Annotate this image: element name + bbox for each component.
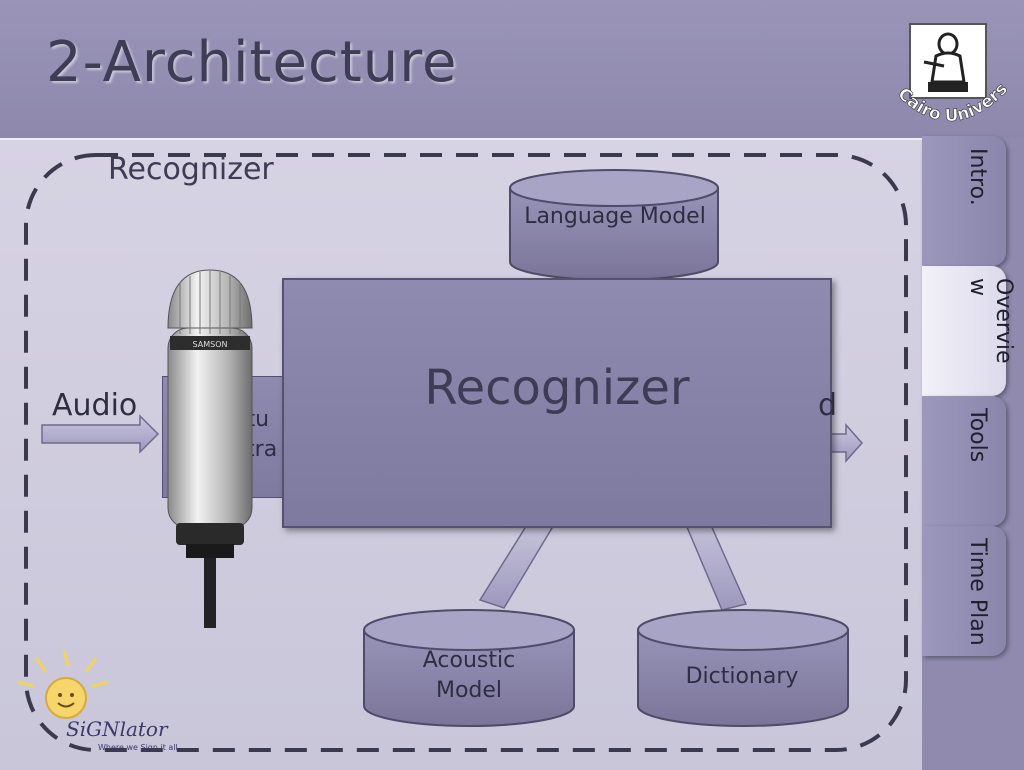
- output-label: d: [818, 388, 838, 423]
- tab-time-plan-label: Time Plan: [965, 538, 990, 646]
- tab-overview[interactable]: Overvie w: [922, 266, 1016, 396]
- signlator-logo: SiGNlator Where we Sign it all: [17, 649, 178, 752]
- sun-icon: [17, 649, 109, 688]
- recognizer-box-label: Recognizer: [424, 360, 690, 416]
- group-label: Recognizer: [108, 152, 274, 187]
- recognizer-group-boundary: [24, 153, 908, 752]
- tab-intro[interactable]: Intro.: [922, 136, 1006, 266]
- seated-scribe-icon: [923, 32, 968, 92]
- recognizer-box: Recognizer: [282, 278, 832, 528]
- language-model-cylinder: [509, 169, 719, 281]
- dictionary-link-arrow: [682, 513, 748, 611]
- audio-input-arrow: [41, 414, 160, 454]
- cairo-university-logo: Cairo University: [884, 22, 1012, 127]
- acoustic-model-cylinder: [363, 609, 575, 727]
- tab-intro-label: Intro.: [965, 148, 990, 206]
- tab-overview-label: Overvie w: [965, 278, 1016, 364]
- tab-tools-label: Tools: [965, 408, 990, 463]
- acoustic-link-arrow: [478, 519, 554, 609]
- dictionary-cylinder: [637, 609, 849, 727]
- tab-time-plan[interactable]: Time Plan: [922, 526, 1006, 656]
- brand-tagline: Where we Sign it all: [98, 743, 178, 752]
- dictionary-label: Dictionary: [685, 664, 799, 689]
- acoustic-model-label: Acoustic Model: [422, 648, 516, 703]
- title-bar: 2-Architecture Cairo University: [0, 0, 1024, 138]
- audio-label: Audio: [52, 388, 138, 423]
- brand-name: SiGNlator: [66, 717, 169, 741]
- slide-title: 2-Architecture: [46, 30, 458, 95]
- microphone-icon: SAMSON: [167, 269, 253, 628]
- language-model-label: Language Model: [524, 204, 706, 229]
- tab-tools[interactable]: Tools: [922, 396, 1006, 526]
- mic-brand-text: SAMSON: [193, 340, 228, 349]
